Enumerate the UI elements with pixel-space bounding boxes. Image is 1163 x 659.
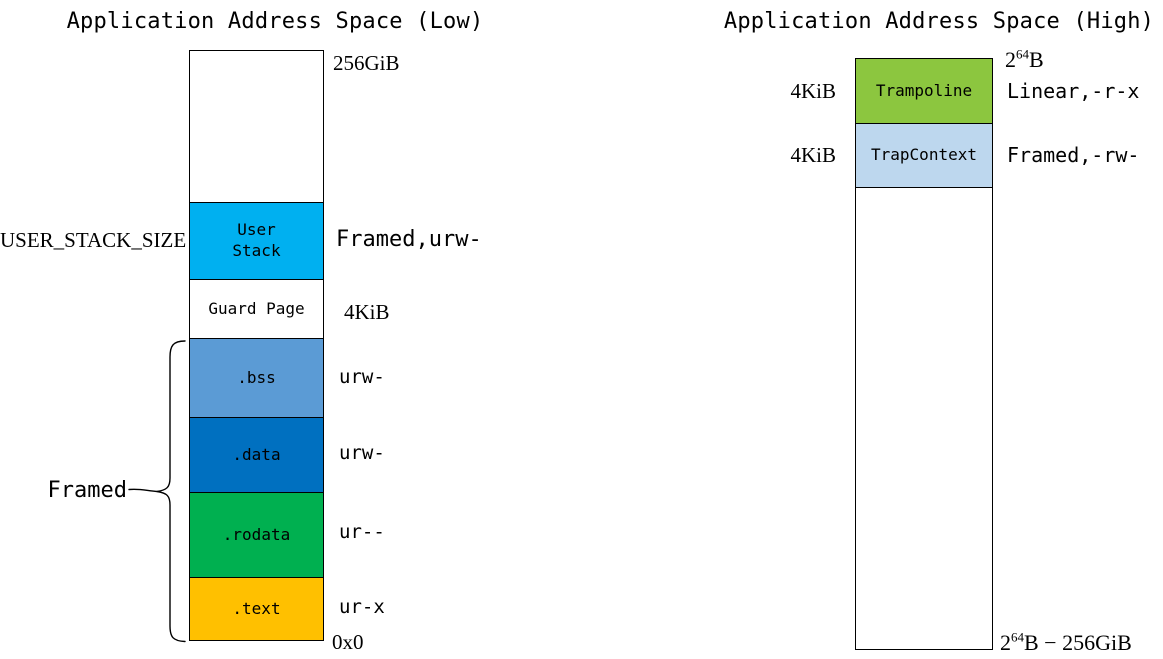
right-bottom-address: 264B − 256GiB <box>1000 629 1132 655</box>
left-diagram-title: Application Address Space (Low) <box>66 9 484 34</box>
trampoline-perm: Linear,-r-x <box>1007 79 1140 103</box>
right-top-address: 264B <box>1005 46 1044 72</box>
right-free-region <box>855 187 993 650</box>
user-stack-block: User Stack <box>189 202 324 280</box>
rodata-perm: ur-- <box>339 521 385 543</box>
trap-context-block: TrapContext <box>855 123 993 188</box>
text-label: .text <box>232 598 281 618</box>
user-stack-label: User Stack <box>232 220 281 260</box>
trampoline-size: 4KiB <box>790 79 836 103</box>
trap-context-label: TrapContext <box>871 145 977 165</box>
rodata-label: .rodata <box>222 524 291 544</box>
user-stack-perm: Framed,urw- <box>336 227 482 252</box>
guard-page-size: 4KiB <box>344 300 390 324</box>
rodata-block: .rodata <box>189 492 324 578</box>
trap-context-perm: Framed,-rw- <box>1007 143 1140 167</box>
text-block: .text <box>189 577 324 641</box>
left-top-address: 256GiB <box>333 51 400 75</box>
left-free-region <box>189 50 324 203</box>
left-bottom-address: 0x0 <box>332 630 364 654</box>
trampoline-block: Trampoline <box>855 58 993 124</box>
bss-label: .bss <box>237 367 276 387</box>
guard-page-label: Guard Page <box>208 298 305 318</box>
data-label: .data <box>232 444 281 464</box>
bss-block: .bss <box>189 338 324 418</box>
text-perm: ur-x <box>339 596 385 618</box>
framed-annotation: Framed <box>47 478 127 503</box>
right-diagram-title: Application Address Space (High) <box>723 9 1155 34</box>
user-stack-size-annotation: USER_STACK_SIZE <box>0 228 187 252</box>
data-block: .data <box>189 417 324 493</box>
guard-page-block: Guard Page <box>189 279 324 339</box>
bss-perm: urw- <box>339 366 385 388</box>
framed-brace <box>128 340 186 643</box>
data-perm: urw- <box>339 442 385 464</box>
trap-context-size: 4KiB <box>790 143 836 167</box>
trampoline-label: Trampoline <box>875 80 973 100</box>
